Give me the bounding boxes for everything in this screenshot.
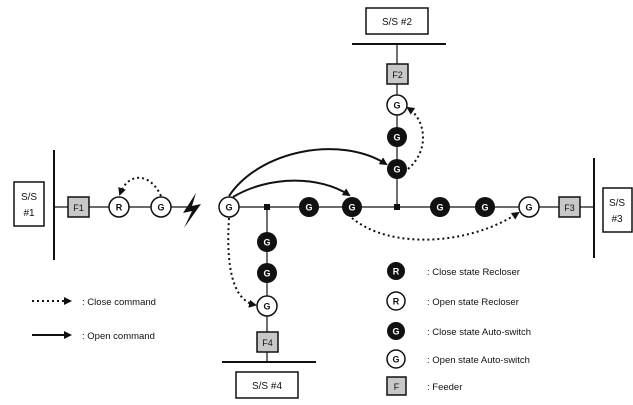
svg-text:G: G [525,203,532,213]
open-auto-switch: G [150,196,172,218]
svg-text:G: G [348,203,355,213]
ss1-label-line1: S/S [21,192,37,203]
legend-close-command: : Close command [32,297,156,308]
open-auto-switch: G [518,196,540,218]
open-recloser: R [108,196,130,218]
closed-auto-switch: G [387,159,407,179]
svg-text:: Close state Recloser: : Close state Recloser [427,267,520,278]
svg-text:R: R [393,297,400,307]
svg-text:G: G [393,165,400,175]
closed-auto-switch: G [475,197,495,217]
svg-text:: Open state Auto-switch: : Open state Auto-switch [427,355,530,366]
closed-auto-switch: G [257,232,277,252]
ss2-label: S/S #2 [382,17,412,28]
legend-open-command: : Open command [32,331,155,342]
svg-text:F3: F3 [564,203,575,213]
legend-open-switch: G : Open state Auto-switch [386,349,530,369]
junction-node [264,204,270,210]
svg-text:G: G [263,238,270,248]
close-command-arrow [351,211,520,241]
closed-auto-switch: G [342,197,362,217]
close-command-arrow [118,176,162,197]
open-auto-switch: G [218,196,240,218]
legend-close-recloser: R : Close state Recloser [387,262,520,280]
svg-text:G: G [392,327,399,337]
close-command-arrow [406,106,424,170]
closed-auto-switch: G [257,263,277,283]
closed-auto-switch: G [299,197,319,217]
svg-text:G: G [157,203,164,213]
svg-text:: Open state Recloser: : Open state Recloser [427,297,519,308]
open-auto-switch: G [386,94,408,116]
svg-text:R: R [393,267,400,277]
svg-text:: Close command: : Close command [82,297,156,308]
close-command-arrow [227,217,257,308]
svg-text:G: G [305,203,312,213]
svg-text:G: G [393,133,400,143]
svg-text:: Close state Auto-switch: : Close state Auto-switch [427,327,531,338]
substation-4: S/S #4 [222,361,316,399]
junction-node [394,204,400,210]
open-auto-switch: G [256,295,278,317]
fault-lightning-icon [183,193,201,228]
ss3-label-line1: S/S [609,198,625,209]
svg-text:F4: F4 [262,338,273,348]
open-command-arrow [228,148,388,197]
feeder-f2: F2 [386,63,409,85]
svg-text:G: G [481,203,488,213]
svg-text:R: R [116,203,123,213]
feeder-f3: F3 [558,196,581,218]
open-command-arrow [232,179,351,198]
legend-feeder: F : Feeder [386,376,462,396]
svg-text:G: G [263,302,270,312]
closed-auto-switch: G [387,127,407,147]
legend-open-recloser: R : Open state Recloser [386,291,519,311]
svg-text:F: F [394,382,400,392]
svg-text:F1: F1 [73,203,84,213]
svg-text:: Feeder: : Feeder [427,382,462,393]
feeder-f4: F4 [256,331,279,353]
substation-3: S/S #3 [593,158,633,258]
svg-text:G: G [263,269,270,279]
ss4-label: S/S #4 [252,381,282,392]
svg-text:F2: F2 [392,70,403,80]
feeder-f1: F1 [67,196,90,218]
svg-text:: Open command: : Open command [82,331,155,342]
ss3-label-line2: #3 [611,214,623,225]
substation-2: S/S #2 [352,7,446,45]
closed-auto-switch: G [430,197,450,217]
ss1-label-line2: #1 [23,208,35,219]
svg-text:G: G [392,355,399,365]
substation-1: S/S #1 [13,150,55,260]
legend-close-switch: G : Close state Auto-switch [387,322,531,340]
svg-text:G: G [393,101,400,111]
svg-text:G: G [225,203,232,213]
svg-text:G: G [436,203,443,213]
